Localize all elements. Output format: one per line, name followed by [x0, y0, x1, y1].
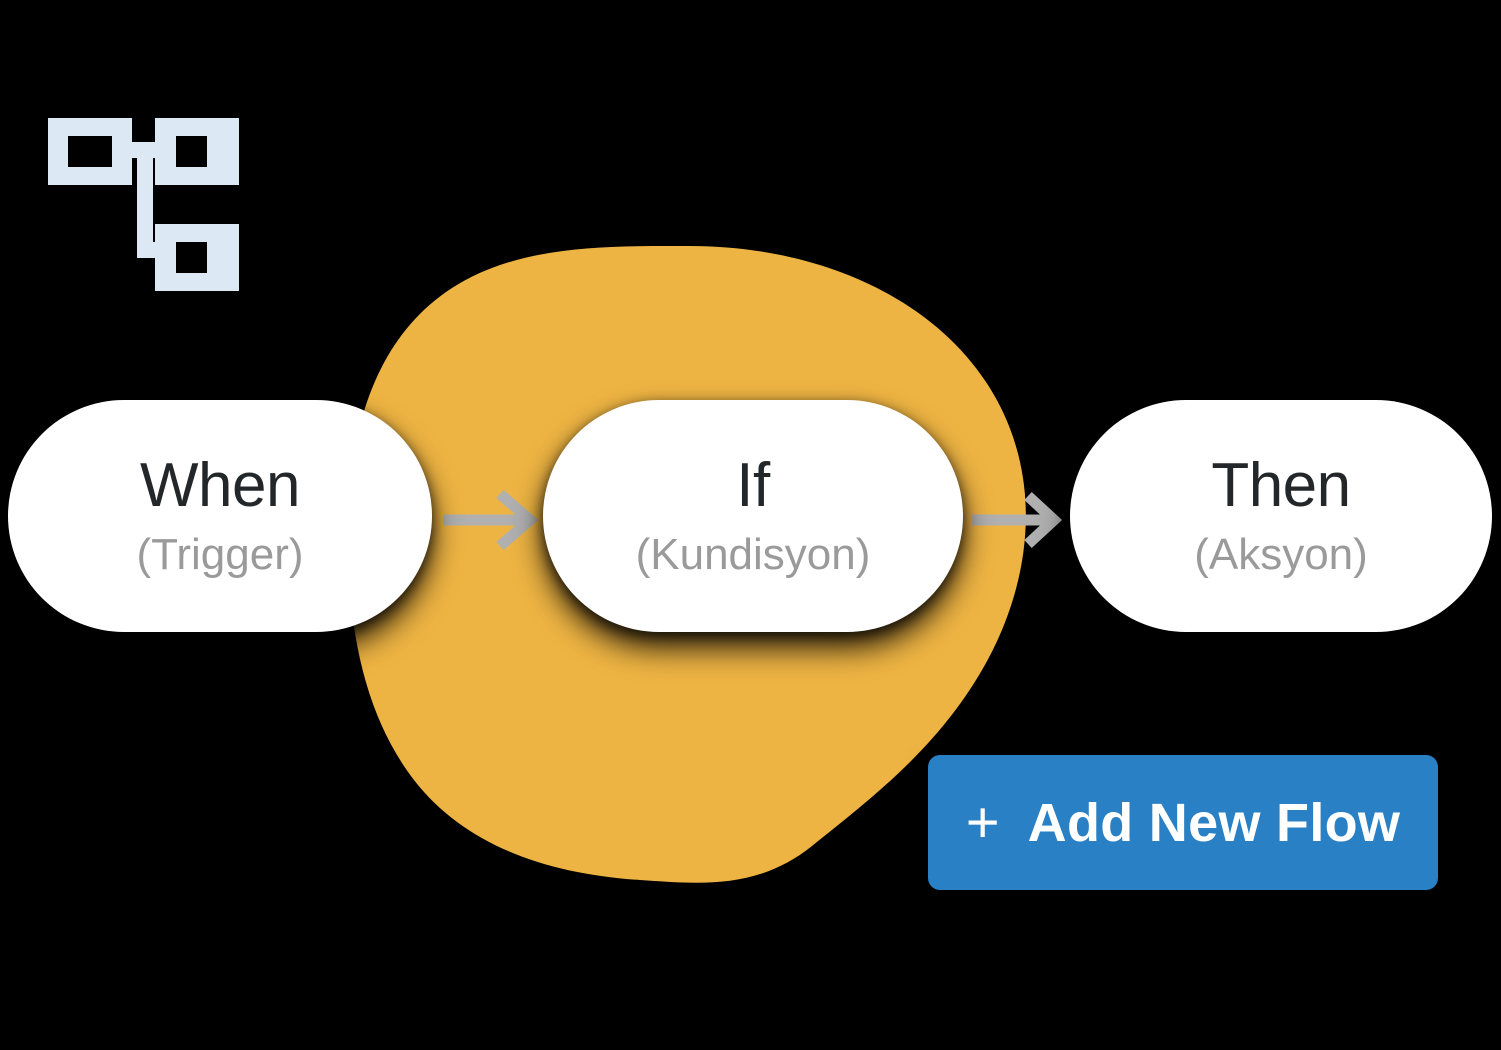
flow-node-then-subtitle: (Aksyon) [1194, 530, 1368, 579]
flow-node-when-title: When [140, 451, 300, 520]
flow-node-then[interactable]: Then (Aksyon) [1070, 400, 1492, 632]
flow-node-if-subtitle: (Kundisyon) [635, 530, 871, 579]
flow-node-if[interactable]: If (Kundisyon) [543, 400, 963, 632]
flow-node-if-title: If [736, 451, 770, 520]
plus-icon: + [965, 789, 1000, 855]
flow-node-when[interactable]: When (Trigger) [8, 400, 432, 632]
flow-node-when-subtitle: (Trigger) [136, 530, 304, 579]
add-new-flow-label: Add New Flow [1027, 792, 1401, 853]
hierarchy-flow-icon [48, 112, 310, 330]
add-new-flow-button[interactable]: + Add New Flow [928, 755, 1438, 890]
flow-node-then-title: Then [1211, 451, 1351, 520]
